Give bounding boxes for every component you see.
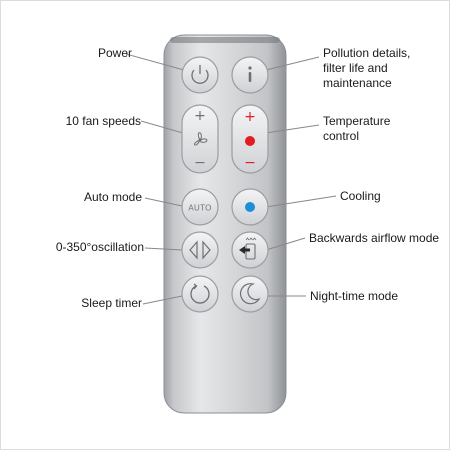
moon-icon — [239, 283, 261, 305]
fan-icon — [194, 132, 208, 146]
remote-top-edge — [170, 37, 280, 43]
auto-mode-button[interactable]: AUTO — [181, 188, 219, 226]
sleep-timer-icon — [190, 283, 210, 304]
remote-body — [163, 34, 287, 414]
label-power: Power — [97, 46, 132, 60]
auto-button-text: AUTO — [188, 204, 211, 213]
backwards-airflow-button[interactable] — [231, 231, 269, 269]
label-backwards-airflow: Backwards airflow mode — [309, 231, 440, 245]
label-night-time-mode: Night-time mode — [310, 289, 399, 303]
oscillation-icon — [189, 240, 211, 260]
temperature-control[interactable]: + − — [231, 104, 269, 174]
info-button[interactable] — [231, 56, 269, 94]
temp-plus-text[interactable]: + — [244, 109, 256, 125]
label-temperature-control: Temperature control — [323, 114, 391, 143]
fan-speed-control[interactable]: + − — [181, 104, 219, 174]
power-button[interactable] — [181, 56, 219, 94]
power-icon — [191, 65, 209, 84]
label-oscillation: 0-350°oscillation — [55, 240, 144, 254]
night-mode-button[interactable] — [231, 275, 269, 313]
label-cooling: Cooling — [340, 189, 381, 203]
backwards-airflow-icon — [239, 237, 257, 260]
label-sleep-timer: Sleep timer — [81, 296, 142, 310]
label-pollution-details: Pollution details, filter life and maint… — [323, 46, 411, 90]
sleep-timer-button[interactable] — [181, 275, 219, 313]
callout-lines — [125, 53, 337, 305]
label-fan-speeds: 10 fan speeds — [65, 114, 141, 128]
fan-minus-text[interactable]: − — [194, 155, 206, 171]
fan-plus-text[interactable]: + — [194, 108, 206, 124]
temp-minus-text[interactable]: − — [244, 155, 256, 171]
cooling-button[interactable] — [231, 188, 269, 226]
heat-dot-icon — [245, 136, 255, 146]
label-auto-mode: Auto mode — [83, 190, 142, 204]
info-icon — [248, 66, 252, 82]
cool-dot-icon — [245, 202, 255, 212]
oscillation-button[interactable] — [181, 231, 219, 269]
